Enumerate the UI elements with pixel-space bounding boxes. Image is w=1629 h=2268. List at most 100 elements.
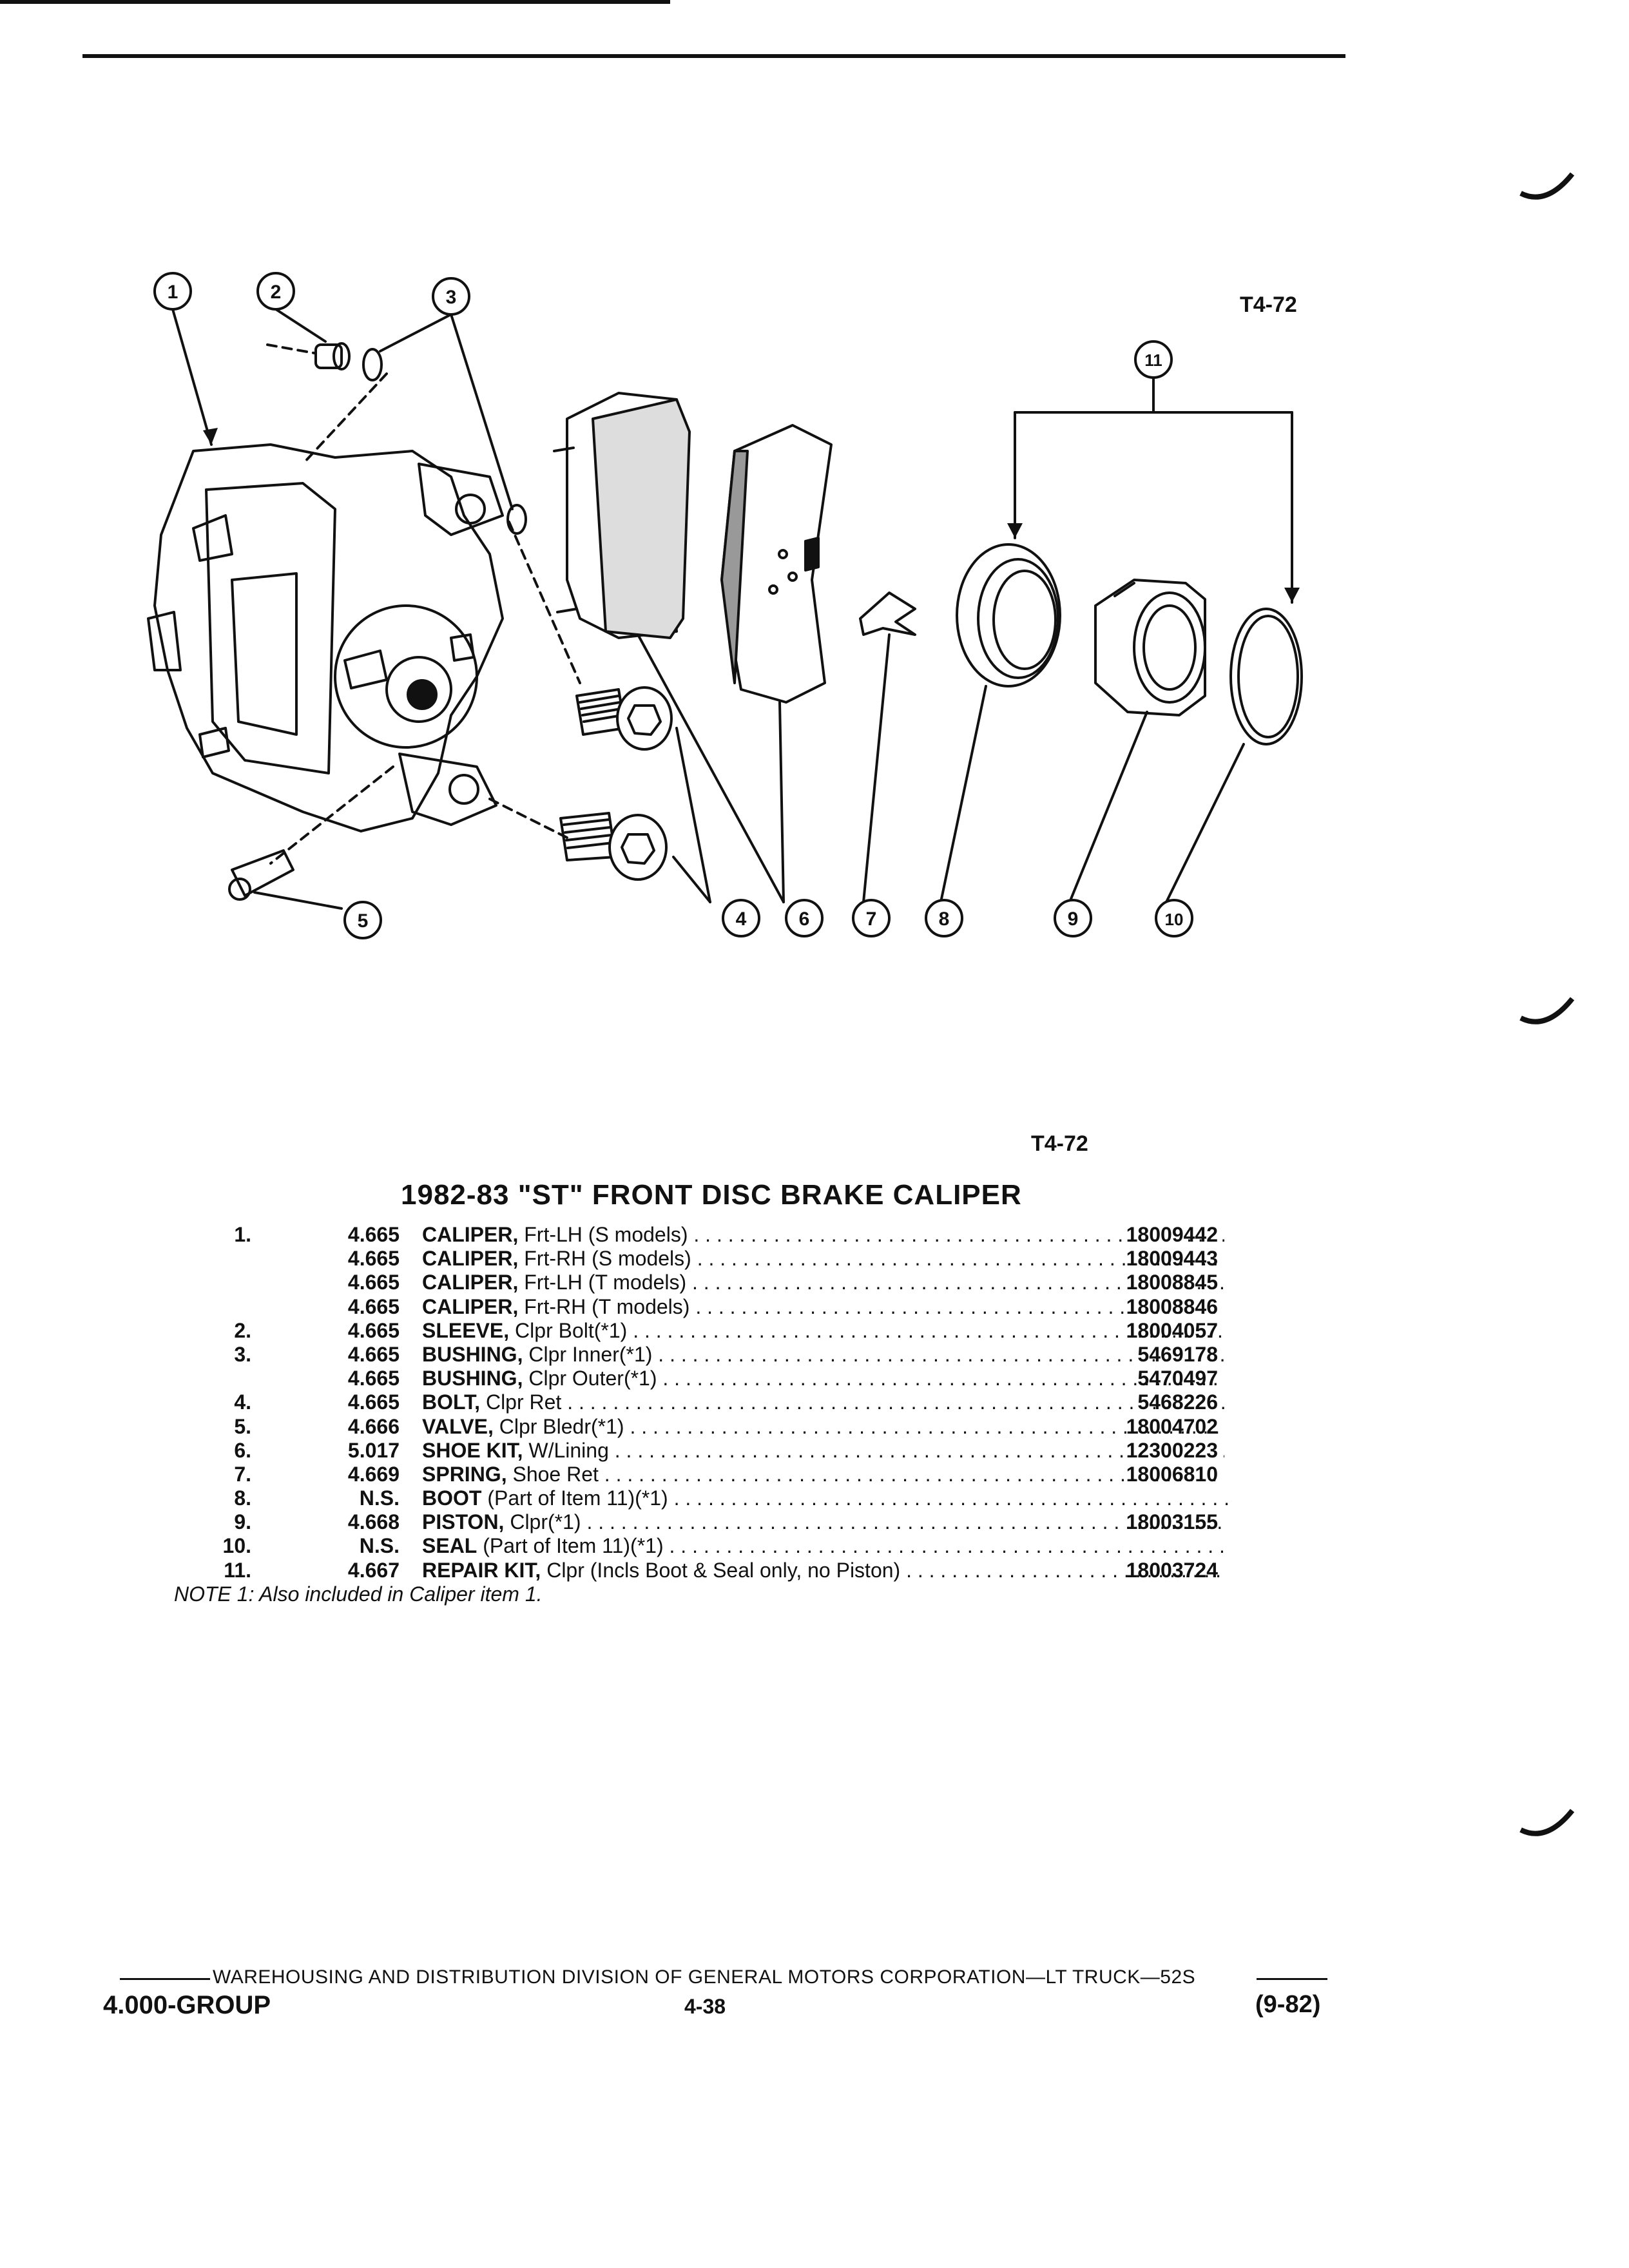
arrowhead [203,428,218,445]
top-edge-rule [0,0,670,4]
part-name: SPRING, [422,1462,507,1486]
footnote: NOTE 1: Also included in Caliper item 1. [174,1582,543,1606]
part-detail: Frt-LH (S models) [518,1223,688,1246]
footer-rule-left [120,1978,210,1980]
part-number: 5469178 [1137,1342,1218,1366]
leader-dots: . . . . . . . . . . . . . . . . . . . . … [658,1342,1224,1366]
group-number: N.S. [359,1534,400,1558]
figure-code-bottom: T4-72 [1031,1131,1088,1156]
part-name: VALVE, [422,1414,494,1438]
leader-dots: . . . . . . . . . . . . . . . . . . . . … [673,1486,1231,1510]
callout-5-label: 5 [358,910,369,932]
leader-dots: . . . . . . . . . . . . . . . . . . . . … [567,1390,1224,1414]
part-number: 18004702 [1126,1414,1218,1438]
leader-dots: . . . . . . . . . . . . . . . . . . . . … [693,1223,1224,1246]
parts-row: 4. 4.665 BOLT, Clpr Ret . . . . . . . . . … [161,1390,1224,1414]
leader-dots: . . . . . . . . . . . . . . . . . . . . … [692,1271,1224,1294]
group-number: 4.665 [347,1223,400,1246]
figure-code-top: T4-72 [1240,293,1297,317]
binding-mark [1519,1809,1575,1836]
part-description: SLEEVE, Clpr Bolt(*1) . . . . . . . . . … [422,1319,1224,1343]
part-description: CALIPER, Frt-LH (T models) . . . . . . .… [422,1271,1224,1294]
caliper-housing [147,443,504,832]
item-number: 4. [234,1390,251,1414]
leader-dots: . . . . . . . . . . . . . . . . . . . . … [669,1534,1231,1558]
part-number: 12300223 [1126,1438,1218,1462]
part-description: BUSHING, Clpr Outer(*1) . . . . . . . . … [422,1367,1224,1390]
part-detail: Shoe Ret [506,1462,599,1486]
binding-mark [1519,172,1575,200]
leader-dots: . . . . . . . . . . . . . . . . . . . . … [697,1247,1224,1271]
part-detail: Clpr (Incls Boot & Seal only, no Piston) [541,1558,901,1582]
group-number: 4.665 [347,1318,400,1342]
part-detail: (Part of Item 11)(*1) [481,1486,668,1510]
callout-10 [1155,899,1193,937]
part-name: PISTON, [422,1510,505,1534]
exploded-view-diagram: 1 2 3 4 5 6 7 8 9 10 11 [147,272,1303,939]
inner-shoe-part [553,392,691,639]
part-name: CALIPER, [422,1247,519,1271]
seal-part [1229,608,1303,745]
group-number: 4.665 [347,1367,400,1390]
part-name: REPAIR KIT, [422,1558,541,1582]
parts-row: 4.665 BUSHING, Clpr Outer(*1) . . . . . .… [161,1367,1224,1390]
part-description: BUSHING, Clpr Inner(*1) . . . . . . . . … [422,1343,1224,1367]
callout-7 [852,899,891,937]
part-name: BOOT [422,1486,482,1510]
section-title: 1982-83 "ST" FRONT DISC BRAKE CALIPER [401,1179,1022,1211]
bushing-part [506,504,527,535]
outer-shoe-part [720,424,833,704]
item-number: 7. [234,1462,251,1486]
leader-dots: . . . . . . . . . . . . . . . . . . . . … [614,1438,1224,1462]
part-detail: Clpr Bolt(*1) [509,1318,628,1342]
footer-publisher: WAREHOUSING AND DISTRIBUTION DIVISION OF… [213,1966,1195,1988]
part-detail: Frt-RH (S models) [518,1247,691,1271]
part-name: SLEEVE, [422,1318,510,1342]
group-number: 4.666 [347,1414,400,1438]
group-number: 4.667 [347,1558,400,1582]
arrowhead [1007,523,1023,538]
bleeder-valve-part [228,849,294,901]
leader-dots: . . . . . . . . . . . . . . . . . . . . … [630,1414,1224,1438]
spring-part [859,591,916,636]
parts-row: 8. N.S. BOOT (Part of Item 11)(*1) . . . .… [161,1486,1231,1510]
part-name: BUSHING, [422,1342,523,1366]
part-number: 18006810 [1126,1462,1218,1486]
group-number: 4.665 [347,1342,400,1366]
group-number: N.S. [359,1486,400,1510]
part-number: 18008846 [1126,1294,1218,1318]
arrowhead [1284,588,1300,602]
leader-dots: . . . . . . . . . . . . . . . . . . . . … [586,1510,1224,1534]
callout-2 [256,272,295,311]
group-number: 4.665 [347,1390,400,1414]
item-number: 8. [234,1486,251,1510]
footer-publisher-text: WAREHOUSING AND DISTRIBUTION DIVISION OF… [213,1966,1196,1988]
part-detail: Frt-RH (T models) [518,1294,690,1318]
part-detail: Frt-LH (T models) [518,1271,687,1294]
leader-dots: . . . . . . . . . . . . . . . . . . . . … [633,1318,1224,1342]
part-description: BOLT, Clpr Ret . . . . . . . . . . . . .… [422,1390,1224,1414]
part-detail: Clpr Bledr(*1) [493,1414,624,1438]
group-number: 5.017 [347,1438,400,1462]
part-number: 18009442 [1126,1223,1218,1246]
footer-date: (9-82) [1255,1991,1321,2018]
callout-6 [785,899,824,937]
part-description: CALIPER, Frt-RH (S models) . . . . . . .… [422,1247,1224,1271]
part-number: 5468226 [1137,1390,1218,1414]
part-number: 18003155 [1126,1510,1218,1534]
item-number: 10. [222,1534,251,1558]
group-number: 4.665 [347,1294,400,1318]
piston-part [1094,579,1206,716]
leader-dots: . . . . . . . . . . . . . . . . . . . . … [695,1294,1224,1318]
group-number: 4.669 [347,1462,400,1486]
part-detail: W/Lining [523,1438,609,1462]
sleeve-part [266,342,383,381]
part-number: 18008845 [1126,1271,1218,1294]
